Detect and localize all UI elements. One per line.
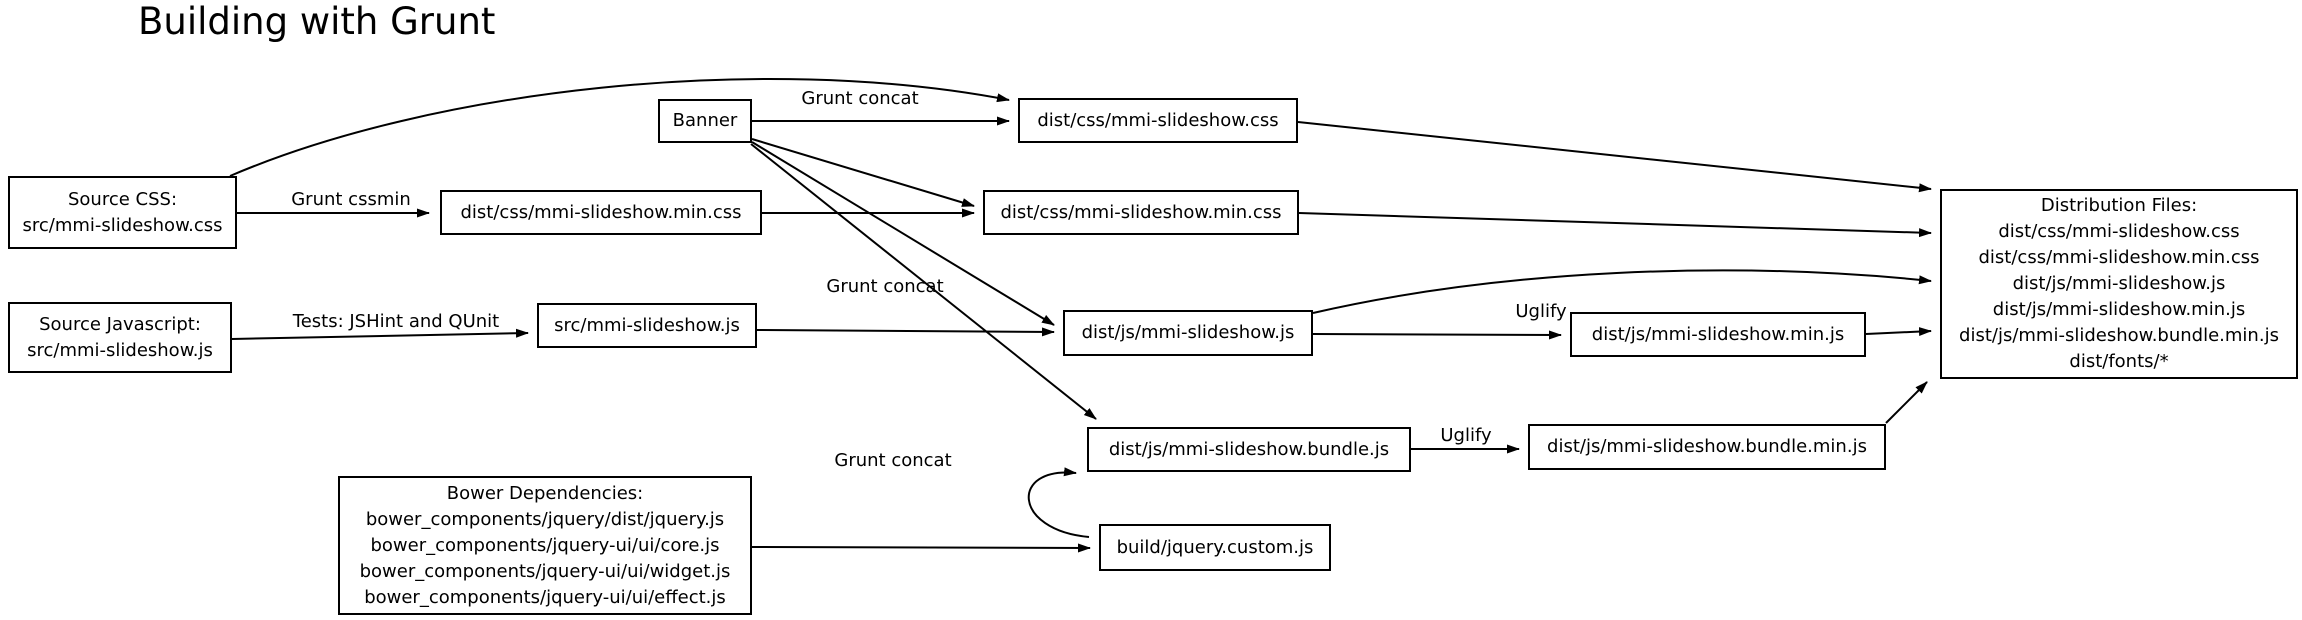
node-distribution-files-line: Distribution Files: bbox=[2040, 195, 2198, 216]
node-build-jquery-custom-line: build/jquery.custom.js bbox=[1116, 536, 1314, 558]
edge-source-javascript-to-src-js bbox=[231, 328, 529, 340]
node-source-javascript-line: src/mmi-slideshow.js bbox=[27, 339, 213, 361]
node-distribution-files-line: dist/css/mmi-slideshow.css bbox=[1998, 221, 2240, 242]
node-banner: Banner bbox=[658, 99, 752, 143]
node-bower-dependencies-line: bower_components/jquery-ui/ui/widget.js bbox=[359, 560, 731, 582]
edge-bower-to-build-jquery-custom bbox=[751, 543, 1091, 553]
edge-banner-to-dist-css-min bbox=[751, 138, 975, 207]
node-dist-css-line: dist/css/mmi-slideshow.css bbox=[1037, 109, 1279, 131]
node-distribution-files-line: dist/js/mmi-slideshow.js bbox=[2012, 273, 2226, 294]
node-distribution-files-line: dist/css/mmi-slideshow.min.css bbox=[1978, 247, 2260, 268]
edge-label-0: Grunt cssmin bbox=[291, 189, 411, 210]
node-dist-js-bundle-line: dist/js/mmi-slideshow.bundle.js bbox=[1108, 438, 1390, 460]
node-distribution-files-line: dist/js/mmi-slideshow.min.js bbox=[1992, 299, 2246, 320]
node-bower-dependencies: Bower Dependencies: bower_components/jque… bbox=[338, 476, 752, 615]
edge-banner-to-dist-js bbox=[751, 141, 1055, 326]
node-dist-js: dist/js/mmi-slideshow.js bbox=[1063, 310, 1313, 356]
node-dist-css: dist/css/mmi-slideshow.css bbox=[1018, 98, 1298, 143]
node-dist-css-min-build-line: dist/css/mmi-slideshow.min.css bbox=[460, 201, 742, 223]
node-banner-line: Banner bbox=[672, 110, 738, 131]
edge-label-3: Grunt concat bbox=[826, 276, 944, 297]
node-source-javascript-line: Source Javascript: bbox=[39, 313, 201, 335]
edge-dist-css-to-distribution bbox=[1297, 121, 1932, 193]
node-bower-dependencies-line: bower_components/jquery-ui/ui/effect.js bbox=[364, 586, 726, 608]
node-src-slideshow-js-line: src/mmi-slideshow.js bbox=[554, 314, 740, 336]
edge-banner-to-dist-js-bundle bbox=[750, 143, 1097, 420]
node-source-css-line: Source CSS: bbox=[67, 188, 178, 210]
node-dist-js-bundle-min: dist/js/mmi-slideshow.bundle.min.js bbox=[1528, 424, 1886, 470]
edge-src-js-to-dist-js bbox=[756, 327, 1055, 337]
node-distribution-files-line: dist/js/mmi-slideshow.bundle.min.js bbox=[1959, 325, 2279, 346]
node-bower-dependencies-line: Bower Dependencies: bbox=[446, 482, 644, 504]
edge-label-2: Tests: JSHint and QUnit bbox=[292, 311, 500, 332]
node-source-javascript: Source Javascript: src/mmi-slideshow.js bbox=[8, 302, 232, 373]
edge-dist-js-to-distribution bbox=[1312, 269, 1932, 314]
node-distribution-files-line: dist/fonts/* bbox=[2069, 351, 2169, 372]
node-dist-css-min-line: dist/css/mmi-slideshow.min.css bbox=[1000, 201, 1282, 223]
diagram-title: Building with Grunt bbox=[138, 0, 496, 43]
edge-dist-css-min-to-distribution bbox=[1298, 212, 1932, 238]
edge-bundle-min-to-distribution bbox=[1885, 381, 1928, 424]
node-source-css-line: src/mmi-slideshow.css bbox=[22, 214, 223, 236]
node-src-slideshow-js: src/mmi-slideshow.js bbox=[537, 303, 757, 348]
edge-build-jquery-to-bundle-loop bbox=[1027, 467, 1090, 538]
node-distribution-files: Distribution Files: dist/css/mmi-slidesho… bbox=[1940, 189, 2298, 379]
edge-label-5: Grunt concat bbox=[834, 450, 952, 471]
node-bower-dependencies-line: bower_components/jquery/dist/jquery.js bbox=[365, 508, 725, 530]
edge-label-6: Uglify bbox=[1440, 425, 1492, 446]
node-bower-dependencies-line: bower_components/jquery-ui/ui/core.js bbox=[370, 534, 720, 556]
node-source-css: Source CSS: src/mmi-slideshow.css bbox=[8, 176, 237, 249]
node-dist-js-min: dist/js/mmi-slideshow.min.js bbox=[1570, 312, 1866, 357]
edge-source-css-to-dist-css bbox=[229, 78, 1010, 177]
node-dist-js-min-line: dist/js/mmi-slideshow.min.js bbox=[1591, 323, 1845, 345]
edge-dist-js-to-dist-js-min bbox=[1312, 330, 1562, 340]
node-build-jquery-custom: build/jquery.custom.js bbox=[1099, 524, 1331, 571]
node-dist-js-bundle-min-line: dist/js/mmi-slideshow.bundle.min.js bbox=[1547, 436, 1867, 457]
edge-label-4: Uglify bbox=[1515, 301, 1567, 322]
edge-dist-js-min-to-distribution bbox=[1865, 327, 1932, 337]
node-dist-js-line: dist/js/mmi-slideshow.js bbox=[1081, 322, 1295, 343]
edge-label-1: Grunt concat bbox=[801, 88, 919, 109]
node-dist-css-min: dist/css/mmi-slideshow.min.css bbox=[983, 190, 1299, 235]
node-dist-css-min-build: dist/css/mmi-slideshow.min.css bbox=[440, 190, 762, 235]
node-dist-js-bundle: dist/js/mmi-slideshow.bundle.js bbox=[1087, 427, 1411, 472]
